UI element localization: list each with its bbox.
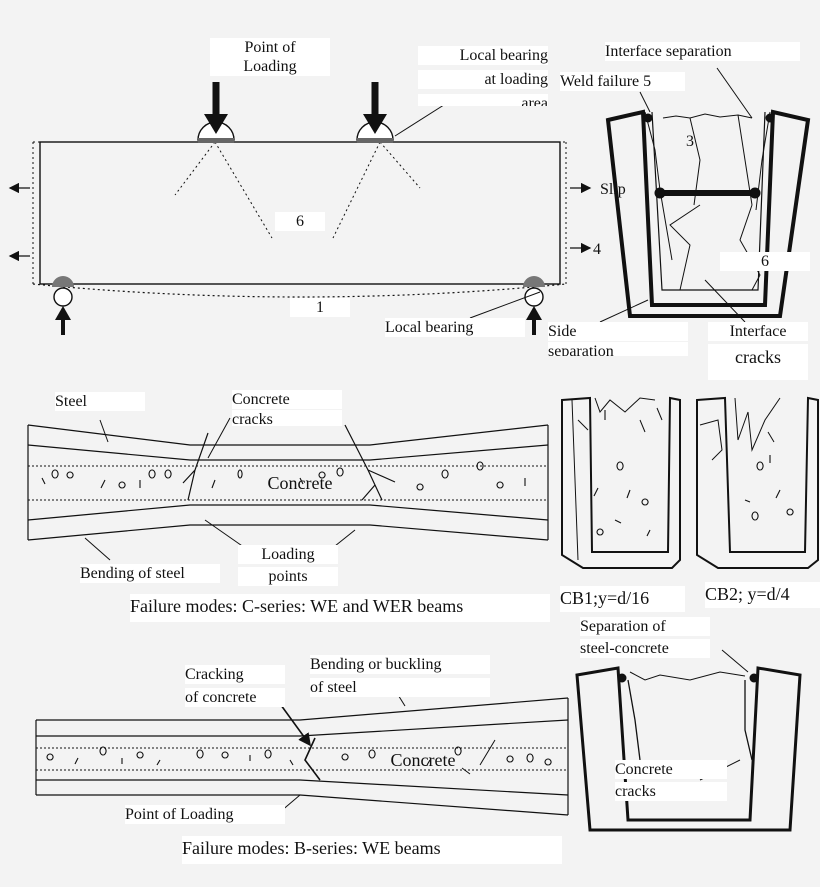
cb2-outline xyxy=(696,396,819,569)
steel-bottom-outer xyxy=(27,524,549,541)
label-beam-6: 6 xyxy=(275,212,325,231)
aggregate-marks xyxy=(41,461,526,491)
b-steel-bottom-inner xyxy=(36,779,569,796)
label-local-bearing-load-line2: at loading xyxy=(418,70,548,89)
label-interface-cracks-line2: cracks xyxy=(708,344,808,380)
leader-local-bearing-support xyxy=(469,291,541,319)
top-beam-elevation xyxy=(8,82,592,335)
b-section-top-edge xyxy=(629,671,746,681)
caption-c-series: Failure modes: C-series: WE and WER beam… xyxy=(130,594,550,622)
load-plate-1 xyxy=(198,138,234,143)
concrete-core-outline xyxy=(651,111,766,291)
caption-b-series: Failure modes: B-series: WE beams xyxy=(182,836,562,864)
steel-top-inner xyxy=(27,444,549,461)
cb1-crack-edges xyxy=(571,397,656,561)
top-cross-section xyxy=(599,67,811,323)
crack-right xyxy=(344,424,396,501)
b-crack-right xyxy=(461,739,496,775)
cb1-section xyxy=(561,396,681,569)
label-b-concrete: Concrete xyxy=(390,751,456,770)
steel-top-outer xyxy=(27,424,549,446)
b-section-outline xyxy=(575,666,802,832)
label-bending-of-steel: Bending of steel xyxy=(80,564,220,583)
cb2-aggregates xyxy=(744,455,794,521)
label-local-bearing-support: Local bearing xyxy=(385,318,525,337)
b-crack-main xyxy=(304,737,321,781)
label-point-of-loading-b: Point of Loading xyxy=(125,805,285,824)
support-bearing-right xyxy=(523,276,545,287)
support-roller-left xyxy=(53,287,73,307)
leader-separation xyxy=(721,649,749,673)
label-local-bearing-load-line3: area xyxy=(418,94,548,106)
label-interface-cracks-line1: Interface xyxy=(708,322,808,341)
b-section-separation xyxy=(627,679,753,761)
label-cb2: CB2; y=d/4 xyxy=(705,582,820,608)
interface-crack-lines xyxy=(669,204,761,291)
crack-left xyxy=(182,432,209,501)
label-b-concrete-cracks-line2: cracks xyxy=(615,782,727,801)
weld-top-left xyxy=(643,113,653,123)
leader-side-separation xyxy=(599,299,649,323)
weld-node-left xyxy=(654,187,666,199)
label-section-3: 3 xyxy=(686,133,694,150)
steel-bottom-inner xyxy=(27,504,549,521)
label-weld-failure: Weld failure 5 xyxy=(560,72,685,91)
reaction-arrow-left-head xyxy=(55,306,71,320)
steel-shell-outline xyxy=(605,109,811,318)
cb2-section xyxy=(696,396,819,569)
label-b-concrete-cracks-line1: Concrete xyxy=(615,760,727,779)
leader-steel xyxy=(99,419,109,443)
load-arrow-1-head xyxy=(204,114,228,134)
load-arrow-2-head xyxy=(363,114,387,134)
label-bending-buckling-line1: Bending or buckling xyxy=(310,655,490,674)
label-bending-buckling-line2: of steel xyxy=(310,678,490,697)
leader-interface-cracks xyxy=(704,279,746,323)
leader-interface-separation xyxy=(716,67,753,119)
label-deflection-1: 1 xyxy=(290,298,350,317)
label-separation-line2: steel-concrete xyxy=(580,639,710,658)
cb1-aggregates xyxy=(593,410,651,537)
reaction-arrow-right-head xyxy=(526,306,542,320)
label-concrete-cracks-line2: cracks xyxy=(232,410,342,426)
label-steel: Steel xyxy=(55,392,145,411)
b-steel-top-outer xyxy=(36,697,569,721)
label-separation-line1: Separation of xyxy=(580,617,710,636)
label-interface-separation: Interface separation xyxy=(605,42,800,61)
b-series-beam xyxy=(35,689,569,816)
b-weld-left xyxy=(617,673,627,683)
label-loading-points-line2: points xyxy=(238,567,338,586)
cb2-cracks xyxy=(699,397,781,461)
label-point-of-loading-line1: Point of xyxy=(210,38,330,57)
cb1-cracks xyxy=(577,407,663,433)
leader-bending xyxy=(84,537,111,561)
weld-node-right xyxy=(749,187,761,199)
load-spread-lines xyxy=(174,141,421,239)
label-side-separation-line1: Side xyxy=(548,322,688,341)
leader-concrete-cracks xyxy=(207,417,231,459)
load-plate-2 xyxy=(357,138,393,143)
b-weld-right xyxy=(749,673,759,683)
label-concrete: Concrete xyxy=(267,474,333,493)
label-concrete-cracks-line1: Concrete xyxy=(232,390,342,409)
cb1-outline xyxy=(561,396,681,569)
label-section-6: 6 xyxy=(720,252,810,271)
b-aggregate-marks xyxy=(46,746,552,766)
b-steel-bottom-outer xyxy=(36,794,569,816)
beam-deflected-bottom xyxy=(32,283,567,298)
label-local-bearing-load-line1: Local bearing xyxy=(418,46,548,65)
label-side-separation-line2: separation xyxy=(548,342,688,356)
label-loading-points-line1: Loading xyxy=(238,545,338,564)
label-cracking-line1: Cracking xyxy=(185,665,285,684)
label-cb1: CB1;y=d/16 xyxy=(560,586,685,612)
weld-top-right xyxy=(765,113,775,123)
label-slip-4: 4 xyxy=(593,241,601,258)
label-cracking-line2: of concrete xyxy=(185,688,285,707)
label-point-of-loading-line2: Loading xyxy=(210,57,330,76)
support-bearing-left xyxy=(52,276,74,287)
leader-weld-failure xyxy=(639,91,651,113)
label-slip: Slip xyxy=(600,181,626,198)
b-cross-section xyxy=(575,649,802,832)
